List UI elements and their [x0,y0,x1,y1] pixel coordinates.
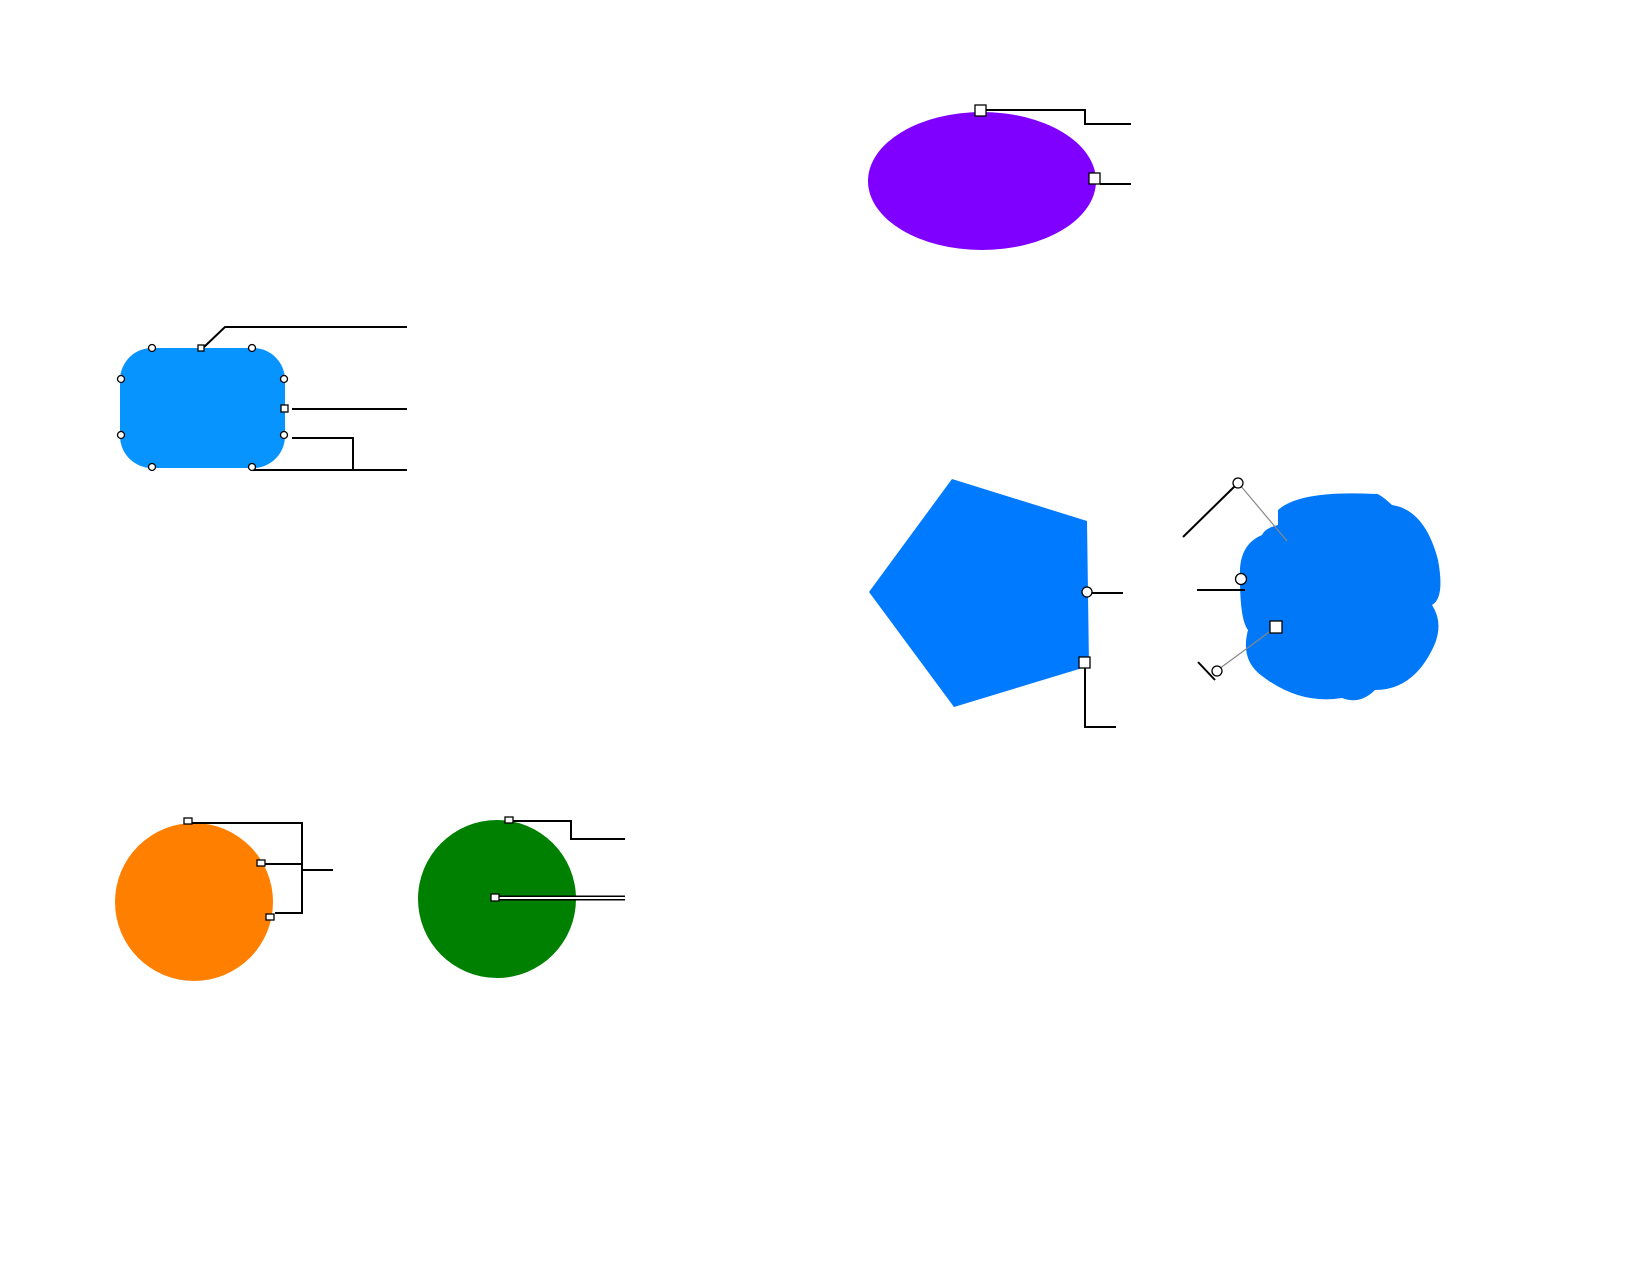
green-circle-group [418,816,625,978]
connection-handle[interactable] [256,859,266,867]
resize-handle[interactable] [147,462,157,472]
flower-group [1182,477,1441,701]
pentagon-group [869,479,1123,728]
connector-line[interactable] [1197,661,1216,681]
resize-handle[interactable] [279,374,289,384]
connection-handle[interactable] [1078,656,1091,669]
connection-handle[interactable] [183,817,193,825]
resize-handle[interactable] [279,430,289,440]
connection-handle[interactable] [1269,620,1283,634]
control-line [1239,484,1288,542]
adjust-handle[interactable] [1232,477,1244,489]
rounded-rect-group [116,326,407,472]
blue-flower-shape[interactable] [1239,493,1441,701]
connector-line[interactable] [986,109,1131,125]
resize-handle[interactable] [116,430,126,440]
resize-handles [116,343,289,472]
blue-pentagon[interactable] [869,479,1089,707]
connection-handle[interactable] [504,816,514,824]
orange-circle[interactable] [115,823,273,981]
connector-line[interactable] [190,822,303,914]
resize-handle[interactable] [147,343,157,353]
connection-handle[interactable] [265,913,275,921]
resize-handle[interactable] [116,374,126,384]
connector-line[interactable] [511,820,625,840]
resize-handle[interactable] [247,462,257,472]
control-line [1218,626,1277,670]
connection-handle[interactable] [1088,172,1101,185]
connection-handle[interactable] [197,344,205,352]
connection-handle[interactable] [490,893,500,902]
connector-line[interactable] [1182,485,1236,538]
connector-line[interactable] [202,326,407,349]
resize-handle[interactable] [247,343,257,353]
connection-handle[interactable] [974,104,987,117]
connector-line[interactable] [1084,668,1116,728]
adjust-handle[interactable] [1211,665,1223,677]
connection-handle[interactable] [1234,572,1248,586]
connector-line[interactable] [292,437,354,470]
blue-rounded-rectangle[interactable] [120,348,285,468]
orange-circle-group [115,817,333,981]
ellipse-shape-group [868,104,1131,250]
connection-handle[interactable] [1081,586,1093,598]
purple-ellipse[interactable] [868,112,1096,250]
connection-handle[interactable] [280,404,289,413]
